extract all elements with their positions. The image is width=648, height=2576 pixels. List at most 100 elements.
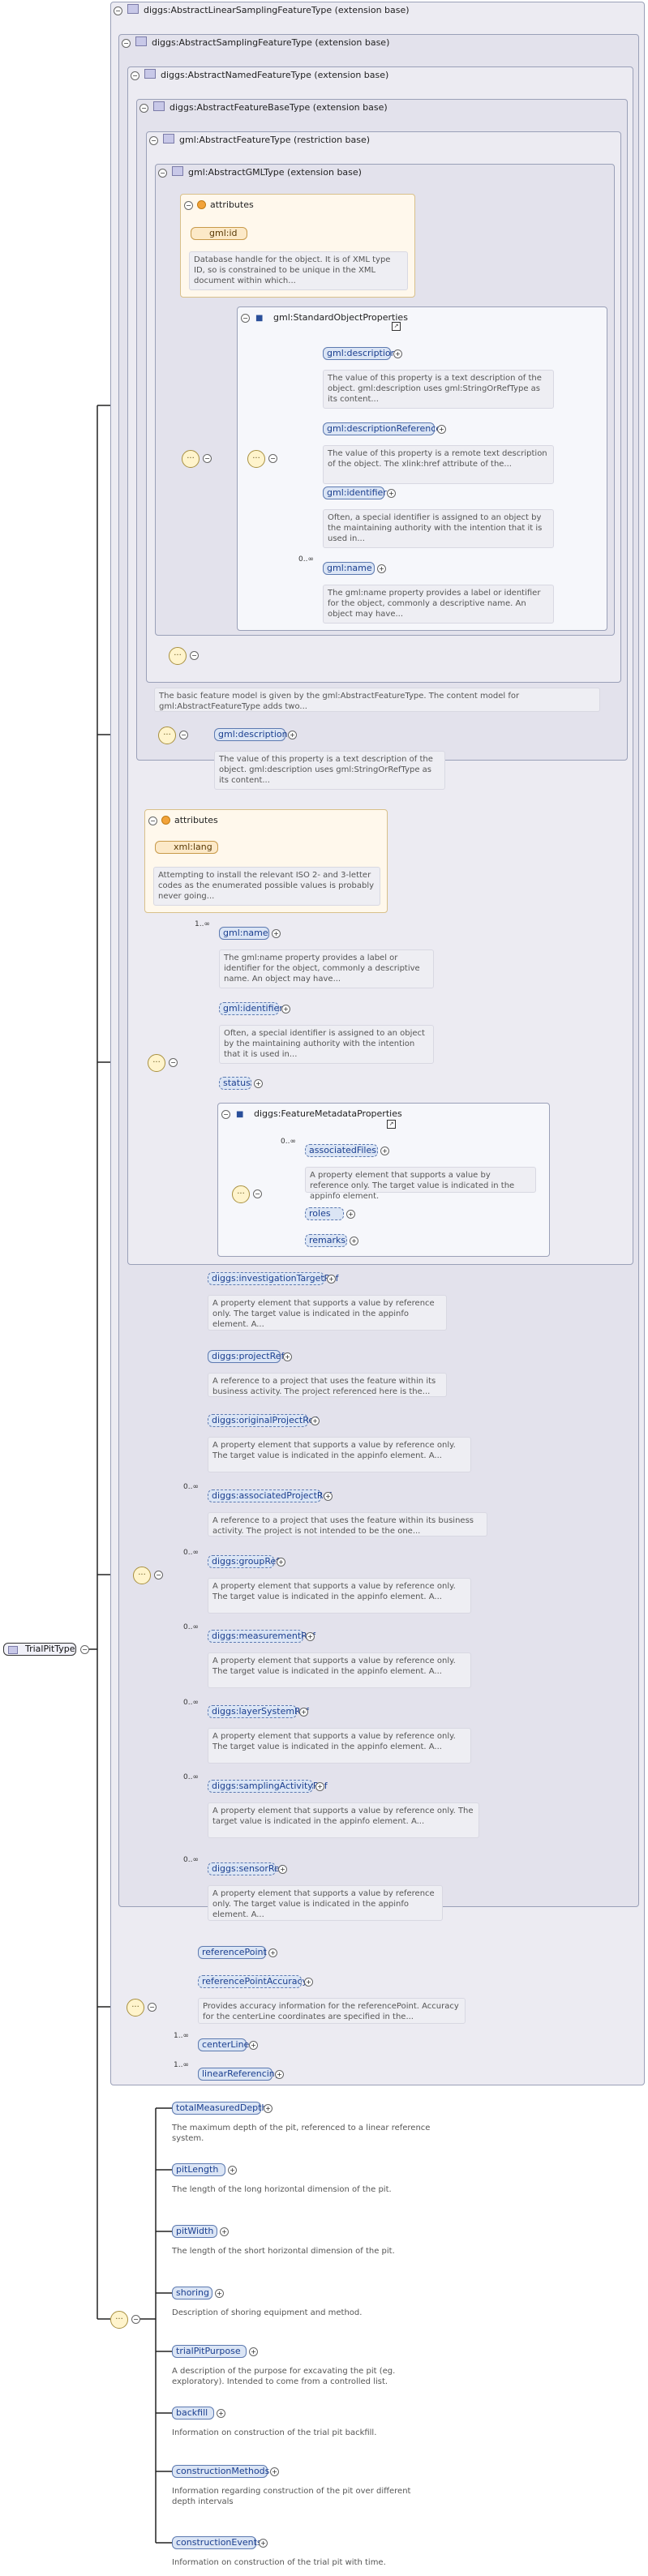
element-diggs-layersystemref[interactable]: diggs:layerSystemRef [208, 1705, 309, 1718]
expand-icon[interactable]: + [220, 2227, 229, 2236]
element-linearreferencing[interactable]: linearReferencing [198, 2068, 281, 2081]
collapse-icon[interactable]: − [158, 169, 167, 178]
element-gml-description[interactable]: gml:description [323, 347, 397, 360]
collapse-icon[interactable]: − [190, 651, 199, 660]
element-pitwidth[interactable]: pitWidth [172, 2225, 217, 2238]
expand-icon[interactable]: + [327, 1275, 336, 1284]
element-gml-identifier[interactable]: gml:identifier [219, 1002, 283, 1015]
element-remarks[interactable]: remarks [305, 1234, 347, 1247]
element-diggs-projectref[interactable]: diggs:projectRef [208, 1350, 284, 1363]
expand-icon[interactable]: + [228, 2166, 237, 2175]
complex-type-icon [135, 36, 147, 46]
element-gml-name[interactable]: gml:name [219, 927, 269, 940]
gml-id-attribute[interactable]: gml:id [191, 227, 247, 240]
expand-icon[interactable]: + [217, 2409, 225, 2418]
element-diggs-investigationtargetref[interactable]: diggs:investigationTargetRef [208, 1272, 338, 1285]
expand-icon[interactable]: + [387, 489, 396, 498]
link-icon[interactable]: ↗ [387, 1120, 396, 1129]
element-gml-descriptionreference[interactable]: gml:descriptionReference [323, 422, 441, 435]
element-gml-description[interactable]: gml:description [214, 728, 288, 741]
collapse-icon[interactable]: − [131, 71, 139, 80]
expand-icon[interactable]: + [249, 2347, 258, 2356]
expand-icon[interactable]: + [272, 929, 281, 938]
element-backfill[interactable]: backfill [172, 2407, 214, 2420]
expand-icon[interactable]: + [299, 1708, 308, 1717]
collapse-icon[interactable]: − [203, 454, 212, 463]
element-gml-identifier[interactable]: gml:identifier [323, 486, 387, 499]
element-constructionmethods[interactable]: constructionMethods [172, 2465, 269, 2478]
sequence-compositor-icon[interactable]: ··· [232, 1185, 250, 1203]
element-diggs-samplingactivityref[interactable]: diggs:samplingActivityRef [208, 1780, 328, 1793]
expand-icon[interactable]: + [304, 1978, 313, 1987]
element-diggs-originalprojectref[interactable]: diggs:originalProjectRef [208, 1414, 317, 1427]
collapse-icon[interactable]: − [131, 2315, 140, 2324]
element-roles[interactable]: roles [305, 1207, 344, 1220]
expand-icon[interactable]: + [288, 731, 297, 739]
element-pitlength[interactable]: pitLength [172, 2163, 225, 2176]
root-type-trialpittype[interactable]: TrialPitType [3, 1643, 76, 1656]
expand-icon[interactable]: + [270, 2467, 279, 2476]
collapse-icon[interactable]: − [253, 1189, 262, 1198]
element-constructionevents[interactable]: constructionEvents [172, 2536, 262, 2549]
element-diggs-groupref[interactable]: diggs:groupRef [208, 1555, 279, 1568]
attributes-label: attributes [210, 199, 254, 210]
element-centerline[interactable]: centerLine [198, 2038, 249, 2051]
expand-icon[interactable]: + [283, 1352, 292, 1361]
expand-icon[interactable]: + [350, 1237, 358, 1245]
expand-icon[interactable]: + [377, 564, 386, 573]
expand-icon[interactable]: + [254, 1079, 263, 1088]
expand-icon[interactable]: + [215, 2289, 224, 2298]
expand-icon[interactable]: + [249, 2041, 258, 2050]
expand-icon[interactable]: + [277, 1558, 285, 1567]
expand-icon[interactable]: + [268, 1948, 277, 1957]
sequence-compositor-icon[interactable]: ··· [169, 647, 187, 665]
collapse-icon[interactable]: − [114, 6, 122, 15]
collapse-icon[interactable]: − [268, 454, 277, 463]
expand-icon[interactable]: + [380, 1147, 389, 1155]
expand-icon[interactable]: + [306, 1632, 315, 1641]
collapse-icon[interactable]: − [179, 731, 188, 739]
expand-icon[interactable]: + [324, 1492, 333, 1501]
collapse-icon[interactable]: − [169, 1058, 178, 1067]
expand-icon[interactable]: + [259, 2539, 268, 2548]
expand-icon[interactable]: + [315, 1782, 324, 1791]
sequence-compositor-icon[interactable]: ··· [133, 1567, 151, 1584]
element-referencepoint[interactable]: referencePoint [198, 1946, 267, 1959]
link-icon[interactable]: ↗ [392, 322, 401, 331]
element-associatedfiles[interactable]: associatedFiles [305, 1144, 378, 1157]
element-trialpitpurpose[interactable]: trialPitPurpose [172, 2345, 247, 2358]
collapse-icon[interactable]: − [154, 1571, 163, 1579]
element-gml-name[interactable]: gml:name [323, 562, 375, 575]
xml-lang-attribute[interactable]: xml:lang [155, 841, 218, 854]
sequence-compositor-icon[interactable]: ··· [158, 727, 176, 744]
sequence-compositor-icon[interactable]: ··· [247, 450, 265, 468]
expand-icon[interactable]: + [264, 2104, 273, 2113]
expand-icon[interactable]: + [393, 349, 402, 358]
collapse-icon[interactable]: − [184, 201, 193, 210]
collapse-icon[interactable]: − [139, 104, 148, 113]
sequence-compositor-icon[interactable]: ··· [127, 1999, 144, 2017]
expand-icon[interactable]: + [275, 2070, 284, 2079]
expand-icon[interactable]: + [281, 1005, 290, 1014]
sequence-compositor-icon[interactable]: ··· [182, 450, 200, 468]
element-diggs-sensorref[interactable]: diggs:sensorRef [208, 1862, 283, 1875]
element-diggs-measurementref[interactable]: diggs:measurementRef [208, 1630, 315, 1643]
collapse-icon[interactable]: − [80, 1645, 89, 1654]
sequence-compositor-icon[interactable]: ··· [148, 1054, 165, 1072]
element-status[interactable]: status [219, 1077, 251, 1090]
collapse-icon[interactable]: − [148, 817, 157, 825]
collapse-icon[interactable]: − [148, 2003, 157, 2012]
collapse-icon[interactable]: − [221, 1110, 230, 1119]
collapse-icon[interactable]: − [149, 136, 158, 145]
sequence-compositor-icon[interactable]: ··· [110, 2311, 128, 2329]
expand-icon[interactable]: + [311, 1417, 320, 1425]
collapse-icon[interactable]: − [122, 39, 131, 48]
element-referencepointaccuracy[interactable]: referencePointAccuracy [198, 1975, 307, 1988]
element-diggs-associatedprojectref[interactable]: diggs:associatedProjectRef [208, 1489, 332, 1502]
expand-icon[interactable]: + [278, 1865, 287, 1874]
element-totalmeasureddepth[interactable]: totalMeasuredDepth [172, 2102, 267, 2115]
expand-icon[interactable]: + [346, 1210, 355, 1219]
element-shoring[interactable]: shoring [172, 2287, 212, 2300]
expand-icon[interactable]: + [437, 425, 446, 434]
collapse-icon[interactable]: − [241, 314, 250, 323]
